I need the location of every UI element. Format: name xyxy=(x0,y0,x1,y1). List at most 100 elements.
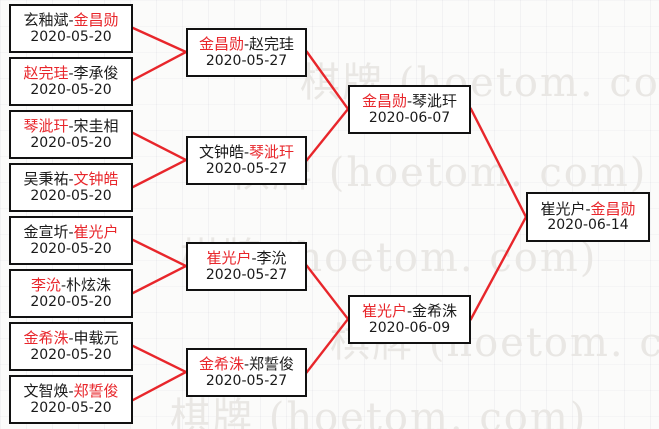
match-box-r1-m3[interactable]: 琴泚玕-宋圭相 2020-05-20 xyxy=(9,110,133,159)
connector-r1m3-to-r2m2 xyxy=(131,131,188,162)
player-right: 李沇 xyxy=(256,249,287,268)
match-date: 2020-05-20 xyxy=(30,293,112,310)
player-left: 李沇 xyxy=(30,276,61,295)
player-right: 郑誓俊 xyxy=(73,382,119,401)
player-left: 崔光户 xyxy=(361,302,407,321)
match-players: 金希洙-郑誓俊 xyxy=(199,356,294,372)
player-left: 金希洙 xyxy=(198,355,244,374)
player-separator: - xyxy=(243,143,250,162)
match-players: 文智焕-郑誓俊 xyxy=(23,383,118,399)
match-box-r2-m3[interactable]: 崔光户-李沇 2020-05-27 xyxy=(186,242,307,291)
match-players: 金昌勋-赵完珪 xyxy=(199,36,294,52)
connector-r1m4-to-r2m2 xyxy=(131,158,188,189)
player-separator: - xyxy=(406,92,413,111)
match-box-r2-m4[interactable]: 金希洙-郑誓俊 2020-05-27 xyxy=(186,348,307,397)
player-right: 申载元 xyxy=(73,329,119,348)
match-box-r1-m5[interactable]: 金宣圻-崔光户 2020-05-20 xyxy=(9,216,133,265)
match-box-r2-m1[interactable]: 金昌勋-赵完珪 2020-05-27 xyxy=(186,28,307,77)
match-box-r1-m8[interactable]: 文智焕-郑誓俊 2020-05-20 xyxy=(9,375,133,424)
match-box-r1-m1[interactable]: 玄釉斌-金昌勋 2020-05-20 xyxy=(9,4,133,53)
player-separator: - xyxy=(243,355,250,374)
match-box-r1-m7[interactable]: 金希洙-申载元 2020-05-20 xyxy=(9,322,133,371)
player-separator: - xyxy=(68,170,74,189)
player-right: 金昌勋 xyxy=(73,11,119,30)
connector-r2m2-to-sf1 xyxy=(305,107,350,162)
match-date: 2020-05-20 xyxy=(30,134,112,151)
player-right: 琴泚玕 xyxy=(412,92,458,111)
match-players: 崔光户-金希洙 xyxy=(362,303,457,319)
player-separator: - xyxy=(251,249,257,268)
connector-r1m2-to-r2m1 xyxy=(131,50,188,82)
player-right: 文钟皓 xyxy=(73,170,119,189)
match-players: 琴泚玕-宋圭相 xyxy=(23,118,118,134)
match-date: 2020-05-27 xyxy=(205,372,288,389)
player-left: 金昌勋 xyxy=(361,92,407,111)
player-left: 吴秉祐 xyxy=(23,170,69,189)
player-left: 赵完珪 xyxy=(23,64,69,83)
match-date: 2020-06-09 xyxy=(368,319,451,336)
player-separator: - xyxy=(68,117,74,136)
player-left: 琴泚玕 xyxy=(23,117,69,136)
player-separator: - xyxy=(68,382,74,401)
match-date: 2020-05-27 xyxy=(205,160,288,177)
player-left: 文钟皓 xyxy=(198,143,244,162)
match-box-final[interactable]: 崔光户-金昌勋 2020-06-14 xyxy=(526,192,650,242)
connector-r2m1-to-sf1 xyxy=(305,50,350,111)
match-date: 2020-05-20 xyxy=(30,187,112,204)
player-separator: - xyxy=(406,302,413,321)
player-separator: - xyxy=(585,199,591,218)
match-players: 金昌勋-琴泚玕 xyxy=(362,93,457,109)
match-date: 2020-05-20 xyxy=(30,28,112,45)
match-players: 崔光户-李沇 xyxy=(206,250,286,266)
connector-r1m7-to-r2m4 xyxy=(131,344,188,374)
match-date: 2020-05-20 xyxy=(30,399,112,416)
player-right: 宋圭相 xyxy=(73,117,119,136)
player-right: 朴炫洙 xyxy=(66,276,112,295)
player-right: 赵完珪 xyxy=(249,35,295,54)
match-date: 2020-05-20 xyxy=(30,240,112,257)
match-box-sf-m2[interactable]: 崔光户-金希洙 2020-06-09 xyxy=(348,295,471,344)
player-left: 文智焕 xyxy=(23,382,69,401)
match-players: 金宣圻-崔光户 xyxy=(23,224,118,240)
connector-r1m8-to-r2m4 xyxy=(131,370,188,402)
connector-sf1-to-final xyxy=(469,107,528,219)
player-right: 郑誓俊 xyxy=(249,355,295,374)
player-left: 玄釉斌 xyxy=(23,11,69,30)
player-separator: - xyxy=(68,64,74,83)
match-date: 2020-05-20 xyxy=(30,346,112,363)
player-right: 崔光户 xyxy=(73,223,119,242)
match-date: 2020-06-14 xyxy=(547,217,629,234)
match-players: 金希洙-申载元 xyxy=(23,330,118,346)
player-left: 金宣圻 xyxy=(23,223,69,242)
connector-sf2-to-final xyxy=(469,215,528,321)
match-date: 2020-05-27 xyxy=(205,266,288,283)
match-box-sf-m1[interactable]: 金昌勋-琴泚玕 2020-06-07 xyxy=(348,85,471,134)
connector-r2m3-to-sf2 xyxy=(305,264,350,321)
connector-r1m5-to-r2m3 xyxy=(131,238,188,268)
match-date: 2020-06-07 xyxy=(368,109,451,126)
match-players: 李沇-朴炫洙 xyxy=(31,277,111,293)
player-left: 崔光户 xyxy=(540,199,586,218)
player-right: 金昌勋 xyxy=(590,199,636,218)
player-right: 琴泚玕 xyxy=(249,143,295,162)
match-box-r1-m6[interactable]: 李沇-朴炫洙 2020-05-20 xyxy=(9,269,133,318)
connector-r1m6-to-r2m3 xyxy=(131,264,188,295)
match-players: 文钟皓-琴泚玕 xyxy=(199,144,294,160)
player-left: 崔光户 xyxy=(206,249,252,268)
match-date: 2020-05-27 xyxy=(205,52,288,69)
player-separator: - xyxy=(243,35,250,54)
match-box-r1-m2[interactable]: 赵完珪-李承俊 2020-05-20 xyxy=(9,57,133,106)
player-left: 金昌勋 xyxy=(198,35,244,54)
match-box-r2-m2[interactable]: 文钟皓-琴泚玕 2020-05-27 xyxy=(186,136,307,185)
player-separator: - xyxy=(68,11,74,30)
player-right: 金希洙 xyxy=(412,302,458,321)
player-separator: - xyxy=(68,329,74,348)
connector-r1m1-to-r2m1 xyxy=(131,26,188,54)
match-date: 2020-05-20 xyxy=(30,81,112,98)
match-players: 玄釉斌-金昌勋 xyxy=(23,12,118,28)
match-players: 吴秉祐-文钟皓 xyxy=(23,171,118,187)
match-box-r1-m4[interactable]: 吴秉祐-文钟皓 2020-05-20 xyxy=(9,163,133,212)
match-players: 崔光户-金昌勋 xyxy=(540,201,635,217)
player-separator: - xyxy=(68,223,74,242)
